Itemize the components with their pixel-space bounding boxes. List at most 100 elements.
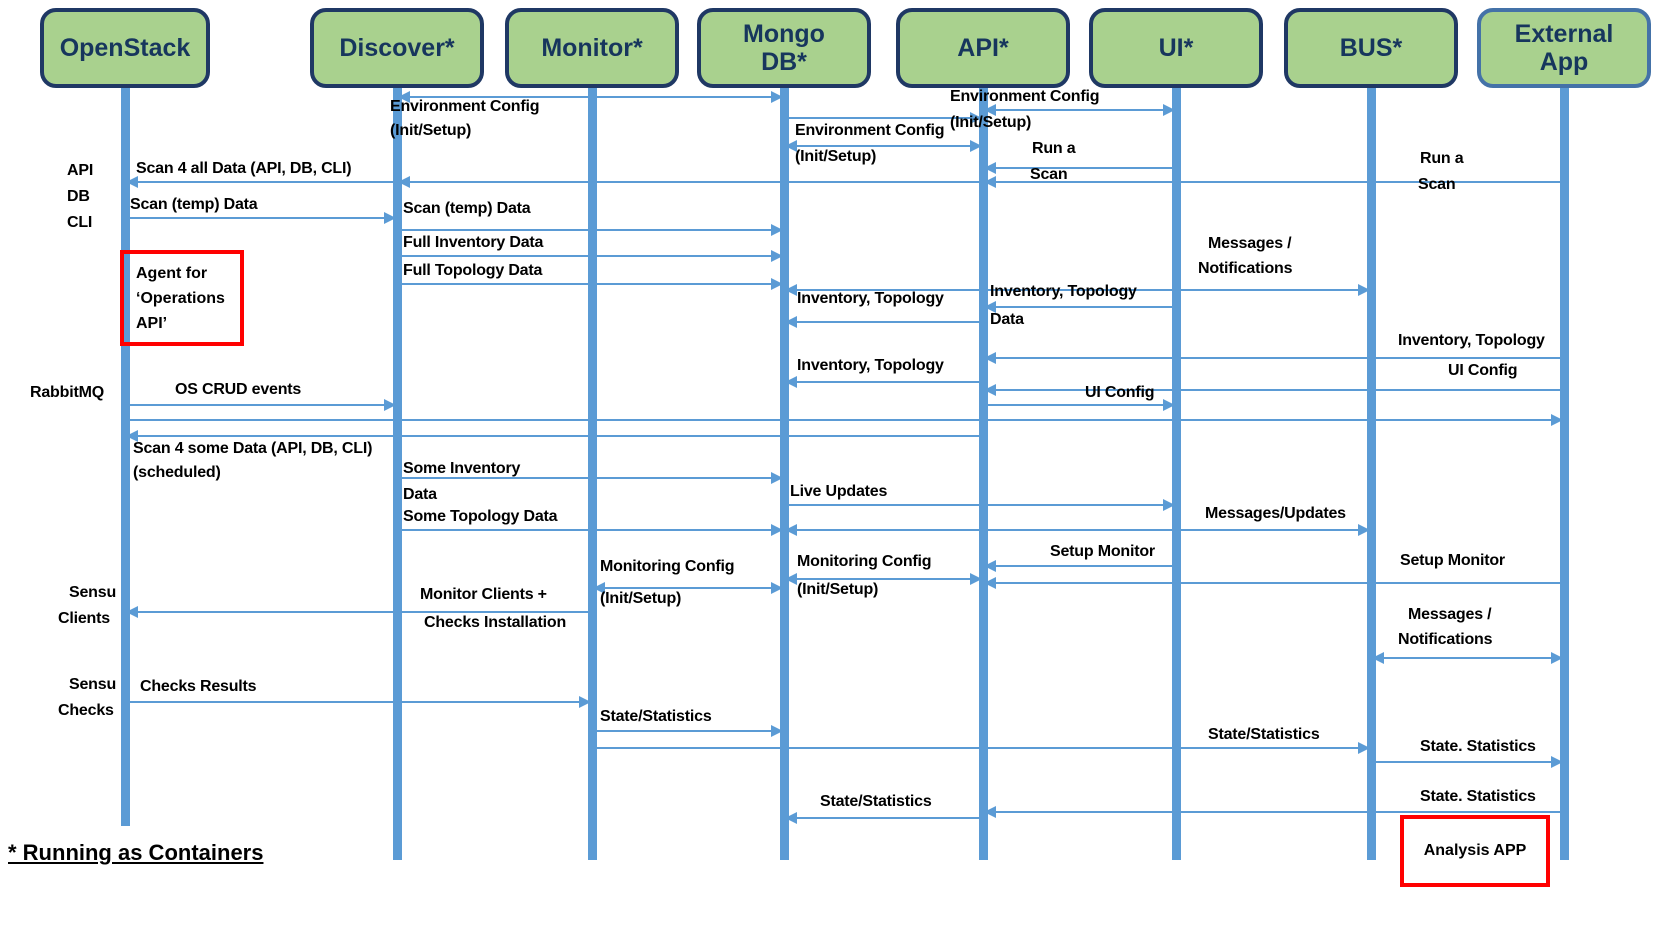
message-arrow bbox=[784, 289, 1371, 291]
message-arrow bbox=[397, 229, 784, 231]
arrowhead-right bbox=[1551, 756, 1563, 768]
arrowhead-left bbox=[984, 384, 996, 396]
arrowhead-left bbox=[984, 806, 996, 818]
message-label: State/Statistics bbox=[1208, 726, 1320, 743]
message-arrow bbox=[397, 529, 784, 531]
arrowhead-left bbox=[126, 430, 138, 442]
lifeline-monitor bbox=[587, 86, 597, 860]
message-arrow bbox=[125, 435, 983, 437]
message-label: Scan (temp) Data bbox=[403, 200, 531, 217]
message-label: API bbox=[67, 162, 94, 179]
arrowhead-right bbox=[771, 91, 783, 103]
message-label: DB bbox=[67, 188, 90, 205]
arrowhead-right bbox=[771, 224, 783, 236]
arrowhead-left bbox=[785, 316, 797, 328]
message-label: Environment Config bbox=[950, 88, 1100, 105]
message-label: Environment Config bbox=[795, 122, 945, 139]
message-label: Monitor Clients + bbox=[420, 586, 547, 603]
message-arrow bbox=[983, 109, 1176, 111]
participant-title: External bbox=[1514, 20, 1614, 48]
message-arrow bbox=[125, 611, 592, 613]
arrowhead-right bbox=[970, 112, 982, 124]
message-label: Messages / bbox=[1208, 235, 1292, 252]
participant-title: API* bbox=[957, 34, 1009, 62]
message-arrow bbox=[125, 404, 397, 406]
arrowhead-left bbox=[398, 176, 410, 188]
participant-title: Monitor* bbox=[541, 34, 643, 62]
arrowhead-left bbox=[785, 573, 797, 585]
message-label: Notifications bbox=[1198, 260, 1293, 277]
message-label: Run a bbox=[1032, 140, 1076, 157]
arrowhead-right bbox=[1358, 742, 1370, 754]
participant-box-bus: BUS* bbox=[1284, 8, 1458, 88]
arrowhead-right bbox=[771, 278, 783, 290]
lifeline-mongo-db bbox=[779, 86, 789, 860]
message-arrow bbox=[1371, 657, 1564, 659]
arrowhead-right bbox=[771, 524, 783, 536]
arrowhead-left bbox=[785, 524, 797, 536]
message-label: Notifications bbox=[1398, 631, 1493, 648]
arrowhead-left bbox=[126, 606, 138, 618]
message-arrow bbox=[592, 730, 784, 732]
message-label: UI Config bbox=[1085, 384, 1155, 401]
message-arrow bbox=[983, 811, 1564, 813]
message-label: Data bbox=[990, 311, 1024, 328]
participant-title: BUS* bbox=[1339, 34, 1403, 62]
lifeline-ui bbox=[1171, 86, 1181, 860]
lifeline-openstack bbox=[120, 86, 130, 826]
participant-box-monitor: Monitor* bbox=[505, 8, 679, 88]
message-label: Scan (temp) Data bbox=[130, 196, 258, 213]
arrowhead-left bbox=[593, 582, 605, 594]
arrowhead-left bbox=[984, 162, 996, 174]
arrowhead-right bbox=[1163, 104, 1175, 116]
arrowhead-left bbox=[984, 104, 996, 116]
message-label: Messages/Updates bbox=[1205, 505, 1346, 522]
message-label: Messages / bbox=[1408, 606, 1492, 623]
lifeline-external-app bbox=[1559, 86, 1569, 860]
arrowhead-left bbox=[984, 176, 996, 188]
participant-title: Mongo bbox=[743, 20, 825, 48]
message-label: Some Topology Data bbox=[403, 508, 558, 525]
arrowhead-right bbox=[771, 582, 783, 594]
message-label: Checks Results bbox=[140, 678, 257, 695]
arrowhead-left bbox=[785, 376, 797, 388]
message-arrow bbox=[983, 404, 1176, 406]
participant-box-api: API* bbox=[896, 8, 1070, 88]
message-arrow bbox=[983, 181, 1564, 183]
message-label: State/Statistics bbox=[820, 793, 932, 810]
lifeline-api bbox=[978, 86, 988, 860]
lifeline-discover bbox=[392, 86, 402, 860]
annotation-agent-operations-api: Agent for‘Operations API’ bbox=[120, 250, 244, 346]
message-arrow bbox=[784, 117, 983, 119]
arrowhead-left bbox=[398, 91, 410, 103]
message-arrow bbox=[983, 167, 1176, 169]
message-label: Setup Monitor bbox=[1050, 543, 1155, 560]
message-label: OS CRUD events bbox=[175, 381, 302, 398]
participant-title: App bbox=[1539, 48, 1589, 76]
message-arrow bbox=[784, 817, 983, 819]
message-arrow bbox=[784, 145, 983, 147]
message-label: Inventory, Topology bbox=[990, 283, 1137, 300]
message-arrow bbox=[592, 747, 1371, 749]
message-arrow bbox=[397, 477, 784, 479]
arrowhead-right bbox=[579, 696, 591, 708]
message-arrow bbox=[397, 255, 784, 257]
message-label: RabbitMQ bbox=[30, 384, 104, 401]
arrowhead-right bbox=[1163, 399, 1175, 411]
message-label: Some Inventory bbox=[403, 460, 521, 477]
message-label: State/Statistics bbox=[600, 708, 712, 725]
message-label: Environment Config bbox=[390, 98, 540, 115]
message-label: Full Inventory Data bbox=[403, 234, 544, 251]
arrowhead-left bbox=[984, 560, 996, 572]
message-label: Run a bbox=[1420, 150, 1464, 167]
message-label: State. Statistics bbox=[1420, 788, 1536, 805]
annotation-analysis-app: Analysis APP bbox=[1400, 815, 1550, 887]
message-label: State. Statistics bbox=[1420, 738, 1536, 755]
message-label: CLI bbox=[67, 214, 93, 231]
message-arrow bbox=[784, 578, 983, 580]
message-label: Live Updates bbox=[790, 483, 888, 500]
annotation-text: Agent for bbox=[136, 265, 208, 282]
message-label: Checks bbox=[58, 702, 114, 719]
